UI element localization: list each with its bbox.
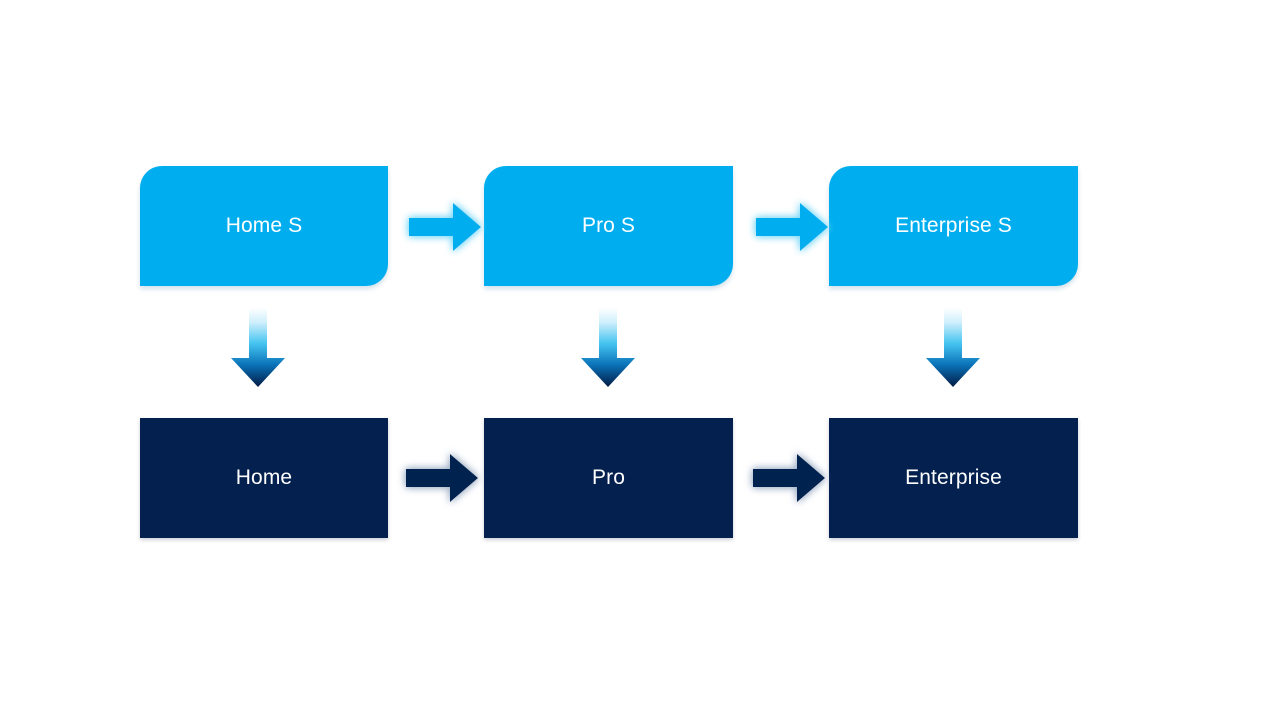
- arrow-pro-to-enterprise-icon: [749, 449, 829, 507]
- node-enterprise-s[interactable]: Enterprise S: [829, 166, 1078, 286]
- node-enterprise-s-label: Enterprise S: [895, 214, 1012, 238]
- node-pro-s-label: Pro S: [581, 214, 636, 238]
- arrow-enterprise-s-to-enterprise-icon: [923, 308, 983, 390]
- arrow-pro-s-to-pro-icon: [578, 308, 638, 390]
- node-pro-s[interactable]: Pro S: [484, 166, 733, 286]
- node-pro[interactable]: Pro: [484, 418, 733, 538]
- node-home[interactable]: Home: [140, 418, 388, 538]
- arrow-home-s-to-home-icon: [228, 308, 288, 390]
- node-enterprise-label: Enterprise: [905, 466, 1002, 490]
- node-enterprise[interactable]: Enterprise: [829, 418, 1078, 538]
- node-home-s[interactable]: Home S: [140, 166, 388, 286]
- node-home-label: Home: [235, 466, 293, 490]
- arrow-pro-s-to-enterprise-s-icon: [752, 198, 832, 256]
- node-home-s-label: Home S: [225, 214, 303, 238]
- node-pro-label: Pro: [592, 466, 625, 490]
- arrow-home-s-to-pro-s-icon: [405, 198, 485, 256]
- arrow-home-to-pro-icon: [402, 449, 482, 507]
